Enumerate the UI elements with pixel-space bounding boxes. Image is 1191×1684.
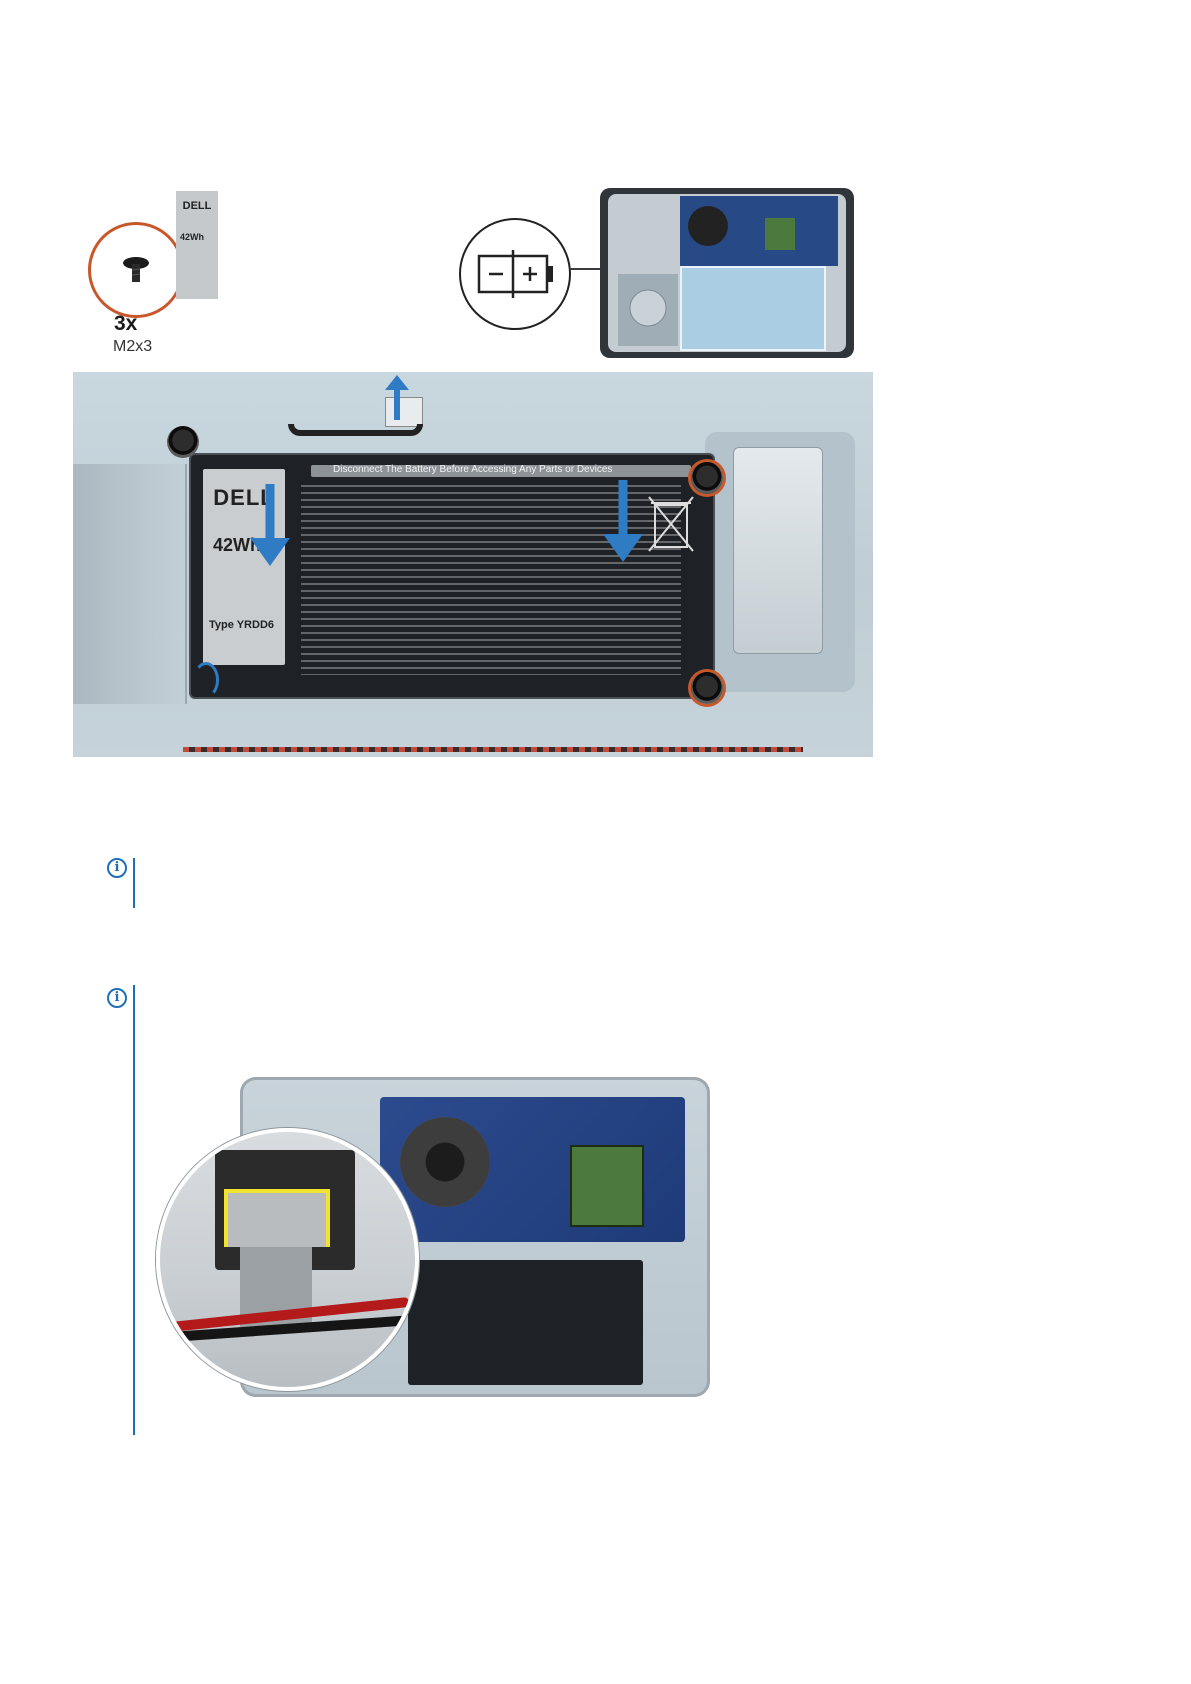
arrow-down-icon xyxy=(603,480,643,562)
battery-connector xyxy=(385,397,423,427)
info-icon: i xyxy=(107,858,127,878)
screw-1 xyxy=(167,426,199,458)
battery-warning-banner xyxy=(311,465,691,477)
battery-symbol-callout xyxy=(459,218,571,330)
screw-callout xyxy=(88,222,184,318)
screw-icon xyxy=(123,257,149,282)
arrow-down-icon xyxy=(250,484,290,566)
battery-small-label xyxy=(176,191,218,299)
battery-location-highlight xyxy=(680,266,826,351)
screw-size: M2x3 xyxy=(113,338,153,355)
speaker-bracket xyxy=(733,447,823,654)
note-1-rule xyxy=(133,858,135,908)
screw-2 xyxy=(691,462,723,494)
battery-capacity: 42Wh xyxy=(213,535,262,555)
screw-quantity: 3x xyxy=(114,312,138,335)
laptop-overview-thumbnail xyxy=(600,188,854,358)
battery: Disconnect The Battery Before Accessing … xyxy=(191,455,713,697)
battery-removal-illustration: Disconnect The Battery Before Accessing … xyxy=(73,372,873,757)
memory-module xyxy=(570,1145,644,1227)
cable-routing-magnifier xyxy=(156,1128,419,1391)
battery-icon xyxy=(477,250,553,298)
battery-regulatory-text xyxy=(301,485,681,675)
speaker-cable xyxy=(183,747,803,752)
battery-small-capacity: 42Wh xyxy=(180,232,205,242)
battery-cable xyxy=(288,424,423,436)
battery-small xyxy=(408,1260,643,1385)
system-fan xyxy=(400,1117,490,1207)
note-2-rule xyxy=(133,985,135,1435)
battery-warning-text: Disconnect The Battery Before Accessing … xyxy=(333,464,613,475)
info-icon: i xyxy=(107,988,127,1008)
dell-logo: DELL xyxy=(213,485,275,510)
recycle-bin-icon xyxy=(648,496,694,552)
dell-logo-small: DELL xyxy=(182,200,212,212)
battery-type: Type YRDD6 xyxy=(209,619,275,631)
curved-arrow-icon xyxy=(193,662,219,698)
hard-drive xyxy=(73,464,187,704)
screw-3 xyxy=(691,672,723,704)
arrow-up-icon xyxy=(385,375,409,420)
routing-guide-highlight xyxy=(224,1189,330,1247)
